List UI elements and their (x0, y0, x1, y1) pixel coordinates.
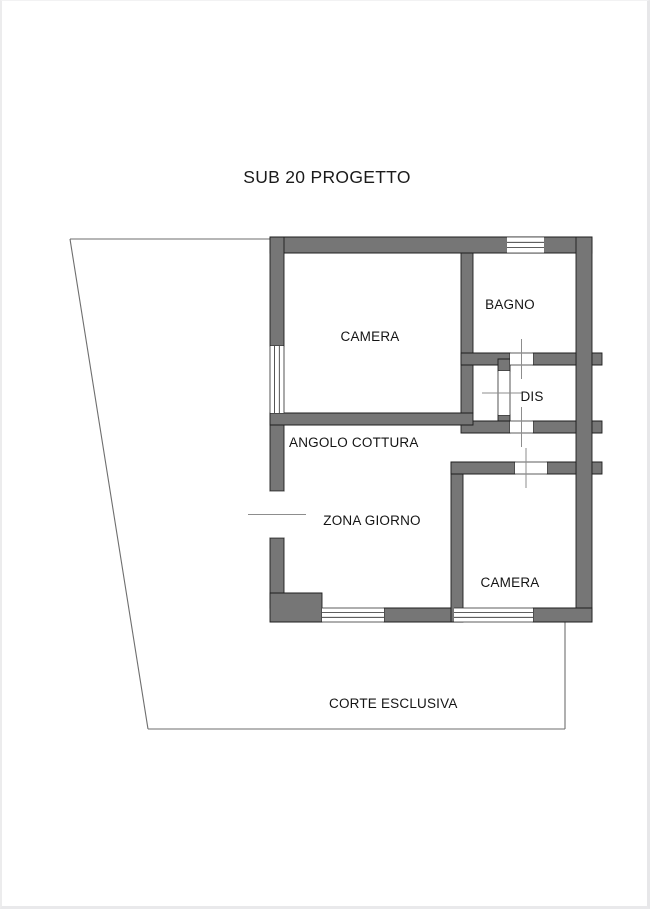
wall-camera-bottom-top-a (450, 461, 516, 475)
courtyard-boundary (69, 238, 566, 730)
door-camera-bottom (515, 448, 547, 488)
wall-exterior-right (575, 236, 593, 623)
window-camera-top-left (269, 346, 285, 413)
room-label-camera-bottom: CAMERA (481, 575, 540, 590)
room-labels: CAMERA BAGNO DIS ANGOLO COTTURA ZONA GIO… (289, 297, 543, 711)
room-label-bagno: BAGNO (485, 297, 535, 312)
room-label-zona-giorno: ZONA GIORNO (323, 513, 420, 528)
room-label-camera-top: CAMERA (341, 329, 400, 344)
window-bottom-left (322, 607, 384, 623)
window-bagno-top (507, 236, 544, 254)
door-zona-giorno-left (248, 490, 306, 539)
wall-stub-right-upper (591, 352, 603, 366)
wall-exterior-bottom-right (532, 607, 593, 623)
wall-camera-bottom-left (450, 461, 464, 623)
door-dis-south (510, 407, 533, 447)
wall-camera-bottom-top-b (546, 461, 577, 475)
door-bagno (510, 339, 533, 379)
boundary-slant-west (69, 238, 149, 730)
wall-system (269, 236, 603, 623)
door-dis-west (482, 371, 522, 415)
wall-camera-bagno (460, 252, 474, 414)
wall-stub-right-middle (591, 420, 603, 434)
openings (248, 236, 547, 623)
label-corte-esclusiva: CORTE ESCLUSIVA (329, 696, 458, 711)
window-bottom-right (454, 607, 533, 623)
wall-exterior-bottom-pier (383, 607, 455, 623)
page-title: SUB 20 PROGETTO (243, 167, 411, 187)
wall-exterior-left-upper (269, 236, 285, 347)
wall-camera-cottura (269, 412, 474, 426)
wall-exterior-bottom-left (269, 592, 323, 623)
wall-dis-bottom-right (532, 420, 577, 434)
wall-stub-right-lower (591, 461, 603, 475)
room-label-dis: DIS (520, 389, 543, 404)
wall-dis-right-upper (532, 352, 577, 366)
room-label-angolo-cottura: ANGOLO COTTURA (289, 435, 419, 450)
wall-dis-jamb-top (497, 358, 511, 372)
